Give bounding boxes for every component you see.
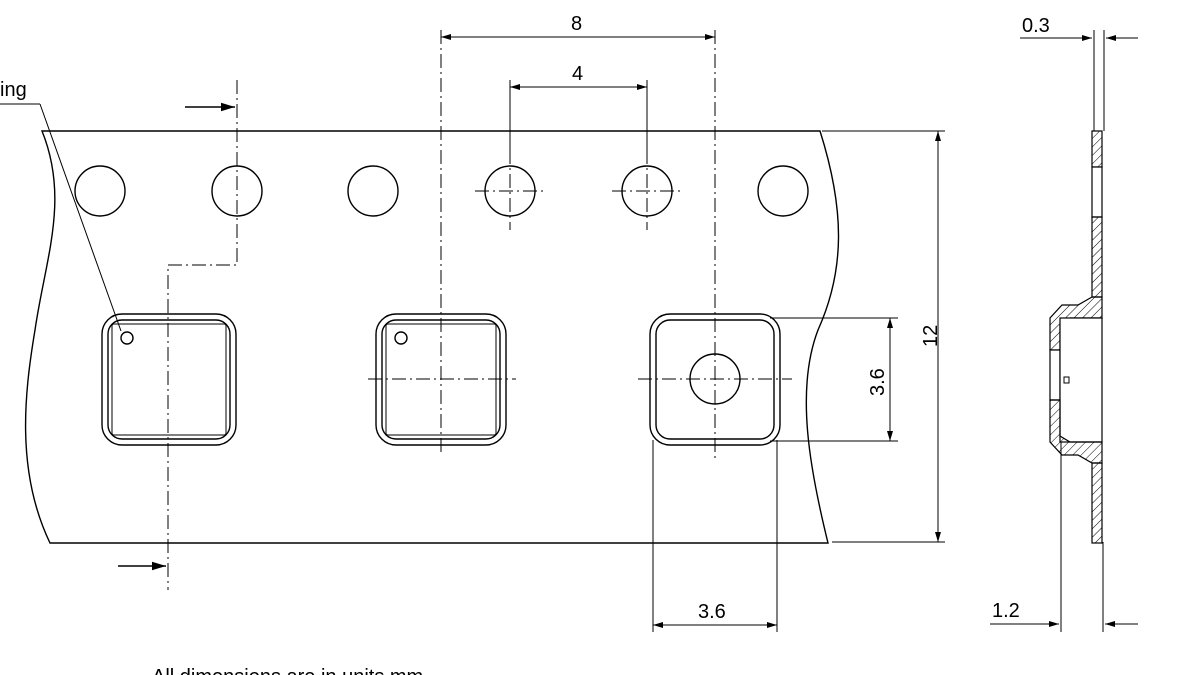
footnote: All dimensions are in units mm — [152, 666, 423, 675]
pin1-marker — [394, 331, 408, 345]
pin1-marker — [120, 331, 134, 345]
dim-pitch-8: 8 — [571, 13, 582, 35]
dim-depth-1-2: 1.2 — [992, 600, 1020, 622]
tape-outline — [24, 130, 840, 544]
pocket-1 — [101, 313, 237, 446]
dim-pitch-4: 4 — [572, 63, 583, 85]
sprocket-hole — [757, 165, 809, 217]
pocket-2 — [368, 313, 516, 446]
sprocket-hole — [74, 165, 126, 217]
dim-thickness-0-3: 0.3 — [1022, 15, 1050, 37]
pin-marking-label: ing — [0, 79, 27, 101]
side-view — [1049, 130, 1103, 544]
dim-pocket-3-6-vertical: 3.6 — [867, 368, 889, 396]
sprocket-hole — [347, 165, 399, 217]
dim-pocket-3-6-horizontal: 3.6 — [698, 601, 726, 623]
dim-width-12: 12 — [920, 325, 942, 347]
